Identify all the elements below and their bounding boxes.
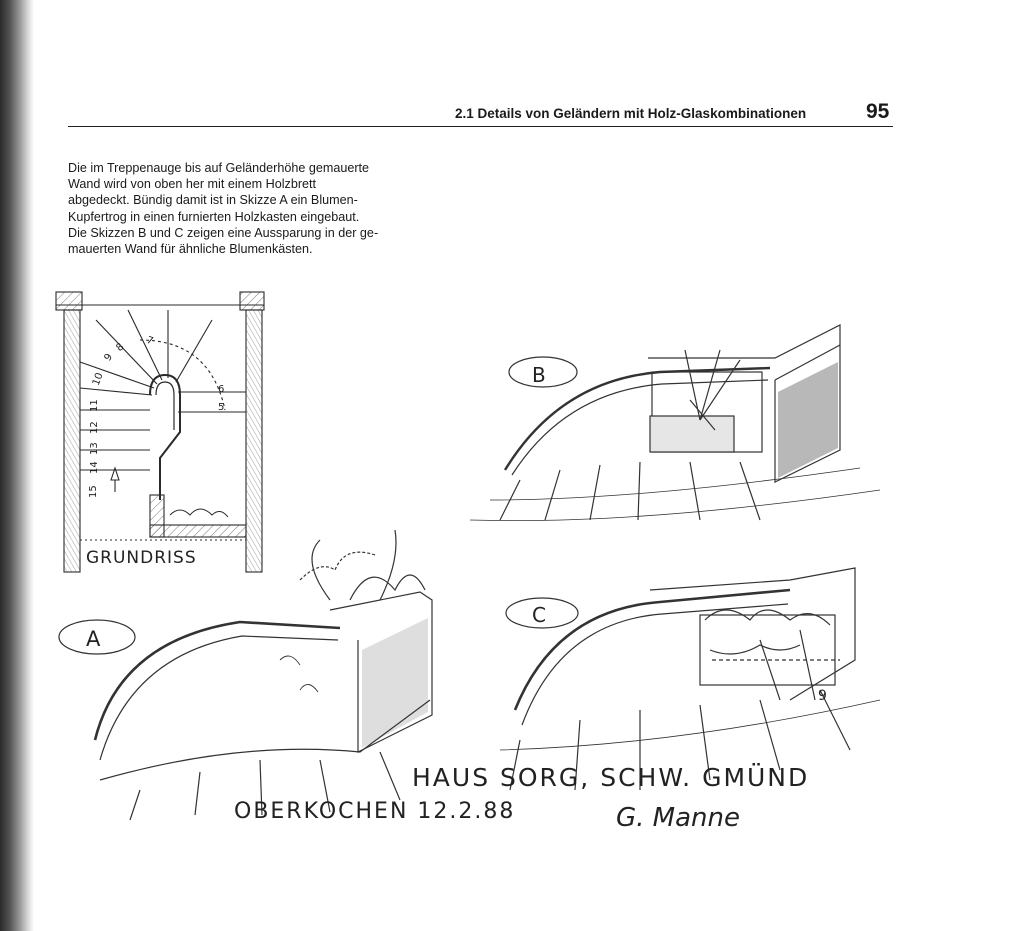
body-line: Die im Treppenauge bis auf Geländerhöhe … <box>68 161 370 175</box>
sketch-c-label: C <box>532 603 546 627</box>
sketch-a-label: A <box>86 627 101 651</box>
step-number: 5 <box>218 402 224 413</box>
step-number: 8 <box>114 341 126 354</box>
step-number: 7 <box>145 335 155 348</box>
step-number: 11 <box>89 399 100 412</box>
sketch-c <box>499 567 881 791</box>
sketch-c-annotation: 9 <box>818 688 827 704</box>
step-number: 9 <box>102 352 115 364</box>
step-number: 6 <box>218 384 224 395</box>
body-line: Wand wird von oben her mit einem Holzbre… <box>68 177 317 192</box>
sketch-a <box>58 529 433 821</box>
handwritten-signature: G. Manne <box>616 803 740 833</box>
page-gutter-shadow <box>0 0 34 931</box>
step-number: 12 <box>89 421 100 434</box>
plan-label: GRUNDRISS <box>86 548 197 568</box>
step-numbers: 15 14 13 12 11 10 9 8 7 6 5 <box>88 335 224 498</box>
header-rule <box>68 126 893 127</box>
body-line: Die Skizzen B und C zeigen eine Aussparu… <box>68 225 379 240</box>
sketch-b <box>469 324 881 522</box>
body-line: Kupfertrog in einen furnierten Holzkaste… <box>68 209 360 224</box>
body-paragraph: Die im Treppenauge bis auf Geländerhöhe … <box>68 160 428 257</box>
floor-plan <box>55 291 265 573</box>
sketch-b-label: B <box>532 363 546 387</box>
step-number: 13 <box>89 442 100 455</box>
page-number: 95 <box>866 100 890 123</box>
handwritten-project-line: HAUS SORG, SCHW. GMÜND <box>412 763 809 792</box>
step-number: 14 <box>89 461 100 474</box>
step-number: 10 <box>91 371 106 387</box>
handwritten-place-date-line: OBERKOCHEN 12.2.88 <box>234 799 515 824</box>
running-header-title: 2.1 Details von Geländern mit Holz-Glask… <box>455 106 807 121</box>
step-number: 15 <box>88 485 99 498</box>
body-line: abgedeckt. Bündig damit ist in Skizze A … <box>68 193 358 208</box>
body-line: mauerten Wand für ähnliche Blumenkästen. <box>68 242 313 257</box>
